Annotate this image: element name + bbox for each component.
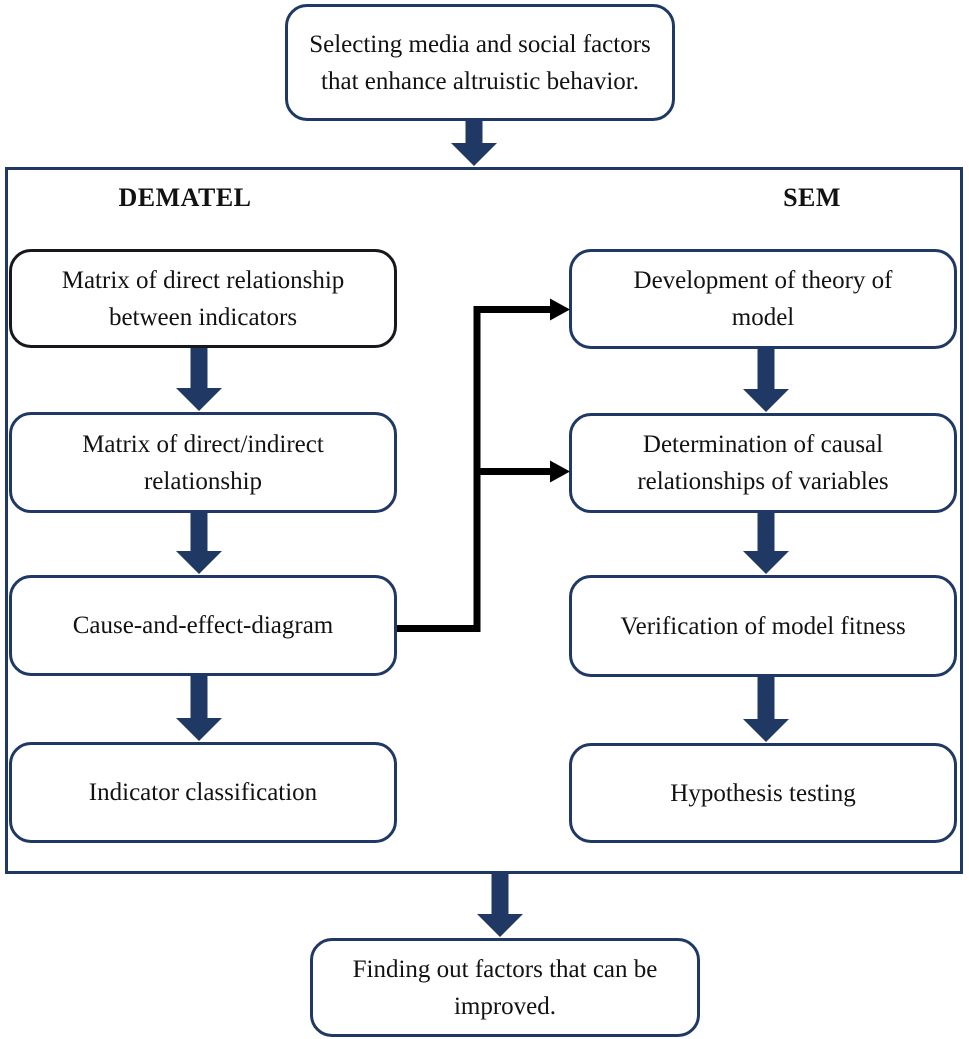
node-cause-effect-diagram-label: Cause-and-effect-diagram (72, 612, 334, 639)
node-indicator-classification: Indicator classification (9, 742, 397, 843)
methodology-container (5, 167, 963, 874)
arrow-container-to-bottom (477, 874, 523, 937)
node-matrix-direct-relationship-label: Matrix of direct relationship between in… (61, 266, 345, 331)
node-hypothesis-testing-label: Hypothesis testing (670, 779, 856, 807)
node-verification-fitness: Verification of model fitness (569, 575, 957, 677)
node-development-theory-model: Development of theory of model (569, 249, 957, 349)
node-development-theory-model-label: Development of theory of model (633, 267, 893, 331)
dematel-column-header: DEMATEL (118, 183, 252, 212)
node-hypothesis-testing: Hypothesis testing (569, 743, 957, 843)
node-determination-causal: Determination of causal relationships of… (569, 413, 957, 513)
node-selecting-factors: Selecting media and social factors that … (285, 4, 675, 121)
node-finding-factors: Finding out factors that can be improved… (310, 938, 700, 1037)
node-cause-effect-diagram: Cause-and-effect-diagram (9, 575, 397, 676)
node-finding-factors-label: Finding out factors that can be improved… (352, 955, 658, 1020)
node-selecting-factors-label: Selecting media and social factors that … (309, 30, 651, 95)
node-matrix-direct-indirect: Matrix of direct/indirect relationship (9, 412, 397, 513)
arrow-top-to-container (451, 121, 497, 166)
node-indicator-classification-label: Indicator classification (88, 779, 318, 806)
node-matrix-direct-relationship: Matrix of direct relationship between in… (9, 249, 397, 348)
node-determination-causal-label: Determination of causal relationships of… (637, 431, 889, 495)
node-matrix-direct-indirect-label: Matrix of direct/indirect relationship (82, 430, 324, 495)
sem-column-header: SEM (783, 183, 841, 212)
node-verification-fitness-label: Verification of model fitness (620, 612, 906, 640)
